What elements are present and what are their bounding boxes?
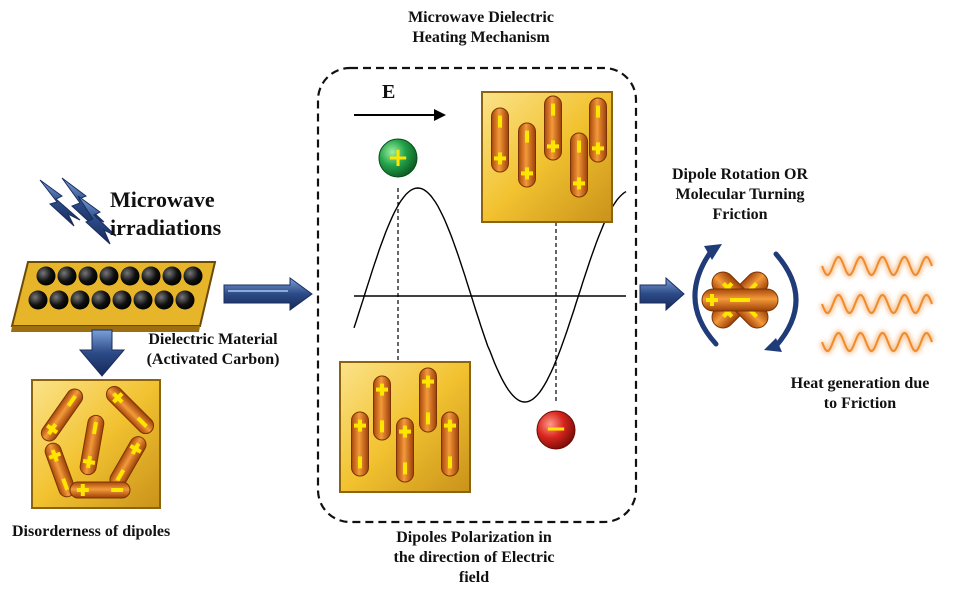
material-line-2: (Activated Carbon): [146, 351, 280, 368]
carbon-ball: [120, 266, 140, 286]
aligned-dipoles-box-top: [481, 91, 613, 223]
polarization-line-1: Dipoles Polarization in: [396, 529, 552, 546]
mechanism-title: Microwave Dielectric Heating Mechanism: [356, 8, 606, 48]
aligned-dipoles-box-bottom: [339, 361, 471, 493]
rotation-line-2: Molecular Turning: [675, 186, 805, 203]
right-arrow-icon: [223, 277, 313, 311]
heat-wave: [821, 331, 933, 353]
rotation-line-3: Friction: [712, 206, 768, 223]
positive-sign: +: [387, 143, 409, 173]
positive-charge-icon: [378, 138, 418, 178]
rotating-dipoles: [701, 271, 779, 329]
carbon-ball: [70, 290, 90, 310]
heat-waves: [819, 253, 935, 355]
carbon-ball: [49, 290, 69, 310]
mechanism-title-line-1: Microwave Dielectric: [408, 9, 554, 26]
down-arrow-icon: [78, 329, 126, 377]
heat-wave: [821, 255, 933, 277]
field-symbol: E: [382, 81, 396, 103]
dipole: [518, 122, 536, 188]
microwave-label: Microwave irradiations: [110, 186, 221, 241]
polarization-label: Dipoles Polarization in the direction of…: [354, 528, 594, 588]
heat-wave: [821, 293, 933, 315]
carbon-ball: [183, 266, 203, 286]
activated-carbon-slab: [10, 261, 217, 332]
carbon-ball: [133, 290, 153, 310]
dipole: [69, 481, 131, 499]
rotation-label: Dipole Rotation OR Molecular Turning Fri…: [640, 165, 840, 225]
sine-wave: [353, 187, 627, 403]
heat-line-2: to Friction: [823, 395, 897, 412]
material-line-1: Dielectric Material: [148, 331, 278, 348]
carbon-ball: [91, 290, 111, 310]
dipole: [396, 417, 414, 483]
mechanism-title-line-2: Heating Mechanism: [412, 29, 550, 46]
material-label: Dielectric Material (Activated Carbon): [122, 330, 304, 370]
dipole: [351, 411, 369, 477]
mechanism-panel: [316, 66, 638, 524]
polarization-line-2: the direction of Electric: [393, 549, 555, 566]
dipole: [491, 107, 509, 173]
carbon-ball: [78, 266, 98, 286]
microwave-line-1: Microwave: [110, 187, 215, 212]
dipole: [105, 385, 155, 435]
dipole: [373, 375, 391, 441]
rotation-line-1: Dipole Rotation OR: [672, 166, 808, 183]
dipole: [419, 367, 437, 433]
carbon-ball: [175, 290, 195, 310]
dipole: [570, 132, 588, 198]
disordered-dipoles-box: [31, 379, 161, 509]
carbon-ball: [99, 266, 119, 286]
carbon-ball: [36, 266, 56, 286]
carbon-ball: [112, 290, 132, 310]
carbon-ball: [57, 266, 77, 286]
heat-label: Heat generation due to Friction: [770, 374, 950, 414]
output-arrow-icon: [639, 276, 685, 312]
dipole: [40, 388, 84, 442]
dipole: [544, 95, 562, 161]
rotation-arrow-icon: [692, 247, 799, 349]
rotation-arrowheads: [704, 244, 782, 352]
dipole: [701, 288, 779, 312]
carbon-ball: [28, 290, 48, 310]
lightning-bolt-icon: [39, 177, 117, 245]
disorder-label: Disorderness of dipoles: [12, 523, 171, 540]
dipole: [79, 414, 105, 476]
dipole: [441, 411, 459, 477]
heat-line-1: Heat generation due: [790, 375, 930, 392]
carbon-ball: [141, 266, 161, 286]
negative-charge-icon: [536, 410, 576, 450]
dipole: [44, 442, 76, 498]
dipole: [589, 97, 607, 163]
carbon-ball: [154, 290, 174, 310]
negative-sign: −: [545, 414, 567, 444]
polarization-line-3: field: [458, 569, 490, 586]
carbon-ball: [162, 266, 182, 286]
field-arrow-icon: [354, 109, 446, 121]
microwave-line-2: irradiations: [110, 214, 222, 240]
